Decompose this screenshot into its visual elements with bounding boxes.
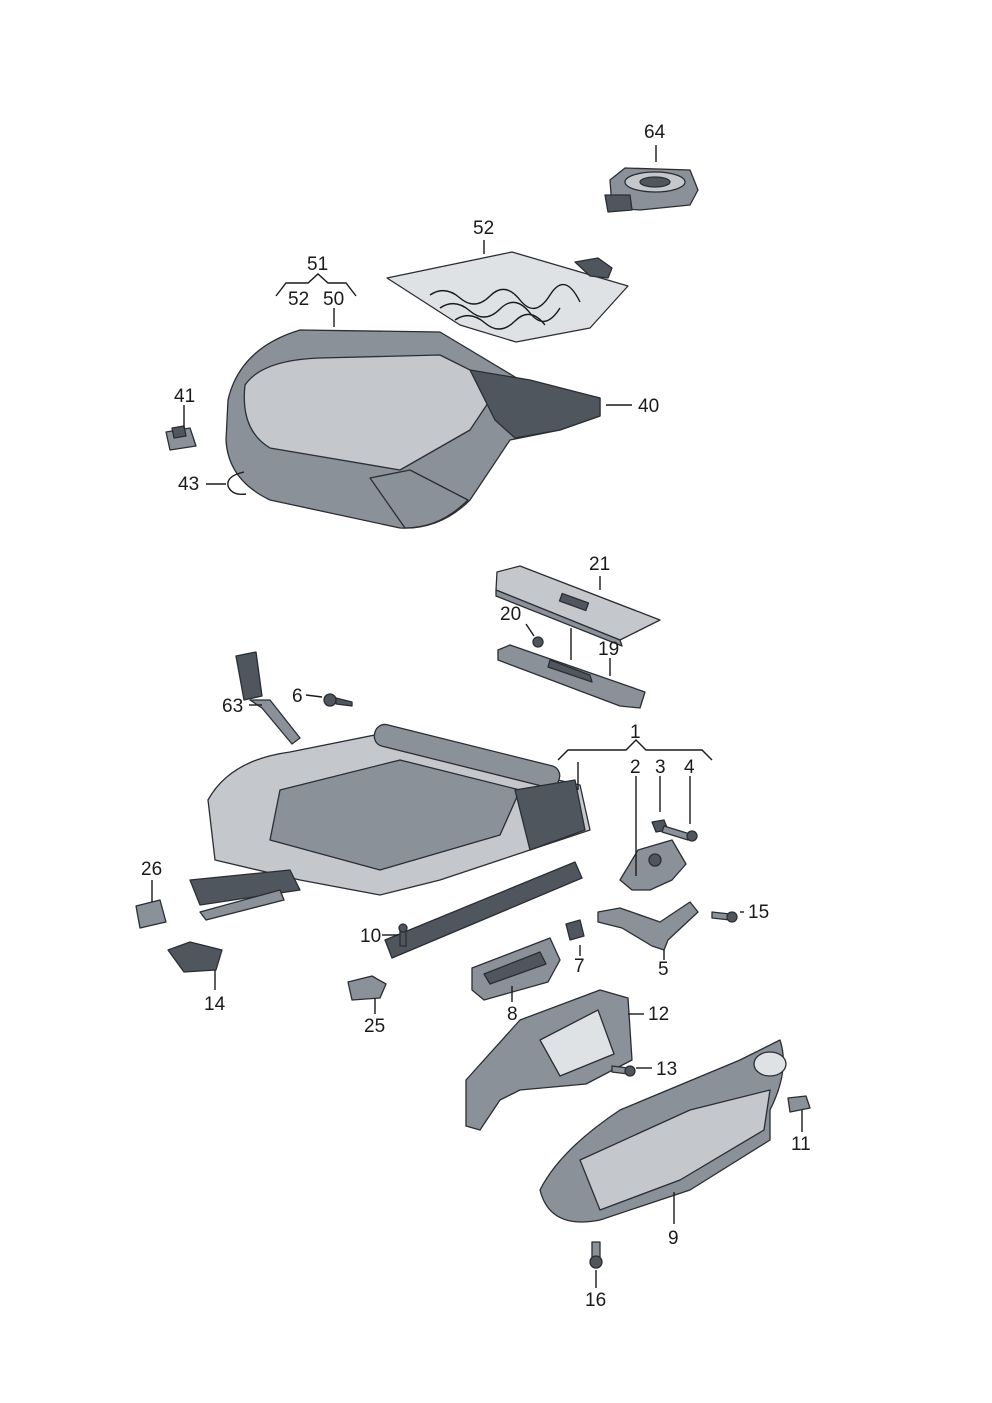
label-63: 63 <box>222 696 243 717</box>
label-8: 8 <box>507 1004 518 1025</box>
part-63-belt-buckle <box>235 651 301 745</box>
part-10-screw <box>398 923 408 947</box>
part-41-clip <box>165 425 197 451</box>
part-seat-frame <box>189 723 591 959</box>
part-14-cover <box>167 941 223 973</box>
label-43: 43 <box>178 474 199 495</box>
label-21: 21 <box>589 554 610 575</box>
label-19: 19 <box>598 639 619 660</box>
part-20-screw <box>532 636 544 648</box>
label-14: 14 <box>204 994 226 1015</box>
part-9-side-panel <box>539 1039 787 1223</box>
label-51: 51 <box>307 254 328 275</box>
label-41: 41 <box>174 386 195 407</box>
label-10: 10 <box>360 926 381 947</box>
part-4-screw <box>661 825 698 842</box>
part-64-sensor <box>604 167 699 213</box>
part-43-ring <box>227 471 247 496</box>
part-12-frame <box>465 989 633 1131</box>
part-11-clip <box>787 1095 811 1113</box>
label-5: 5 <box>658 959 669 980</box>
label-40: 40 <box>638 396 659 417</box>
part-labels: 64 52 51 52 50 40 41 43 21 20 19 63 6 1 … <box>141 122 811 1311</box>
part-50-seat-cushion <box>225 329 601 529</box>
label-52: 52 <box>288 289 309 310</box>
label-12: 12 <box>648 1004 669 1025</box>
label-9: 9 <box>668 1228 679 1249</box>
label-52-mat: 52 <box>473 218 494 239</box>
leader-lines <box>151 145 803 1288</box>
part-6-bolt <box>323 693 353 707</box>
part-52-heating-mat <box>386 251 629 343</box>
label-16: 16 <box>585 1290 606 1311</box>
part-25-clip <box>347 975 387 1001</box>
label-26: 26 <box>141 859 162 880</box>
label-50: 50 <box>323 289 344 310</box>
label-3: 3 <box>655 757 666 778</box>
part-16-screw <box>589 1241 603 1269</box>
label-11: 11 <box>791 1134 811 1155</box>
part-21-trim-cover <box>495 565 661 647</box>
label-2: 2 <box>630 757 641 778</box>
part-13-screw <box>611 1065 636 1077</box>
label-25: 25 <box>364 1016 385 1037</box>
part-26-end-cap <box>135 899 167 929</box>
part-19-bracket <box>497 644 646 709</box>
part-8-handle <box>471 937 561 1001</box>
label-15: 15 <box>748 902 769 923</box>
label-6: 6 <box>292 686 303 707</box>
label-7: 7 <box>574 956 585 977</box>
label-4: 4 <box>684 757 695 778</box>
part-15-screw <box>711 911 738 923</box>
part-2-lever <box>619 839 687 891</box>
label-64: 64 <box>644 122 666 143</box>
label-20: 20 <box>500 604 521 625</box>
label-1: 1 <box>630 722 641 743</box>
part-5-bracket <box>597 901 699 951</box>
label-13: 13 <box>656 1059 677 1080</box>
part-7-clip <box>565 919 585 941</box>
